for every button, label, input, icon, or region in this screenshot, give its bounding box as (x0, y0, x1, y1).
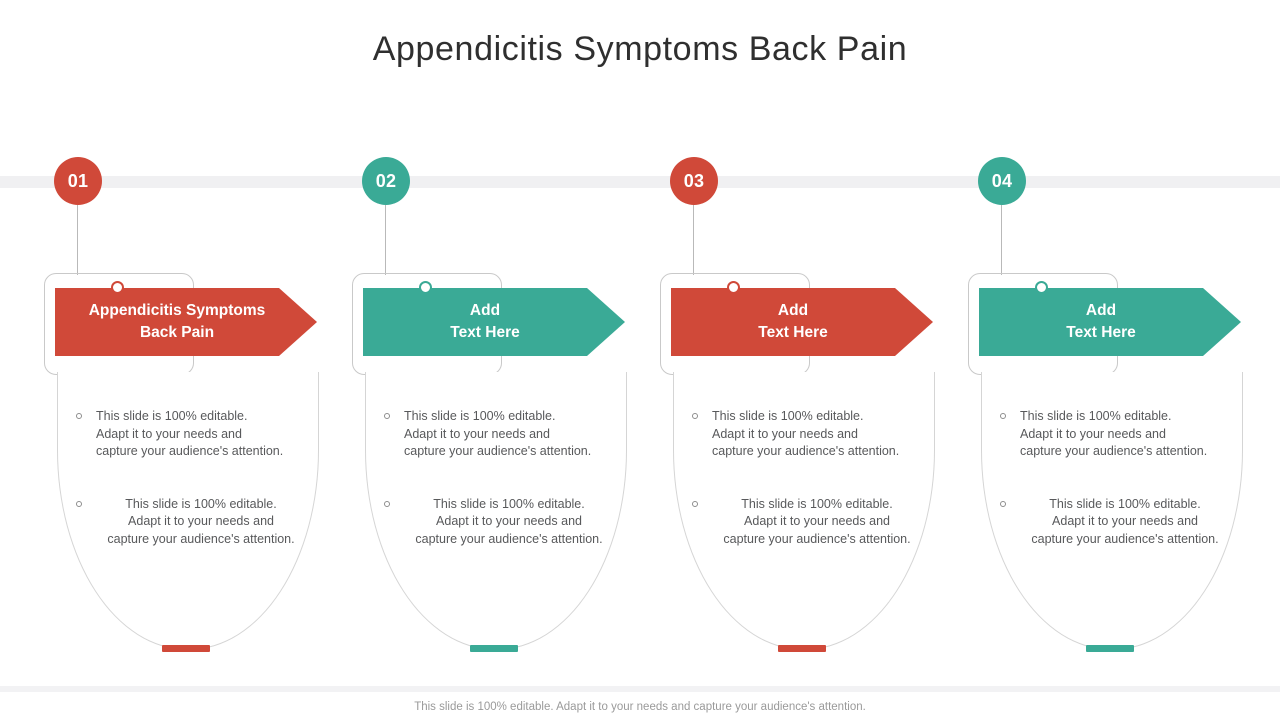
banner-label: Add Text Here (758, 301, 828, 341)
list-item: This slide is 100% editable. Adapt it to… (690, 408, 922, 461)
body-card: This slide is 100% editable. Adapt it to… (673, 372, 935, 650)
bullet-circle-icon (1000, 500, 1006, 507)
step-badge-03[interactable]: 03 (670, 157, 718, 205)
banner-label: Appendicitis Symptoms Back Pain (88, 301, 266, 341)
body-card: This slide is 100% editable. Adapt it to… (365, 372, 627, 650)
banner-arrow-01[interactable]: Appendicitis Symptoms Back Pain (55, 288, 317, 356)
banner-arrow-03[interactable]: Add Text Here (671, 288, 933, 356)
banner-anchor-dot-icon (111, 281, 124, 294)
connector-line (1001, 205, 1002, 275)
step-badge-01[interactable]: 01 (54, 157, 102, 205)
bottom-accent-dash (470, 645, 518, 652)
list-item-text: This slide is 100% editable. Adapt it to… (723, 496, 911, 546)
bullet-circle-icon (692, 500, 698, 507)
connector-line (693, 205, 694, 275)
bullet-list: This slide is 100% editable. Adapt it to… (998, 408, 1230, 548)
list-item-text: This slide is 100% editable. Adapt it to… (1020, 409, 1208, 458)
list-item-text: This slide is 100% editable. Adapt it to… (404, 409, 592, 458)
body-card: This slide is 100% editable. Adapt it to… (57, 372, 319, 650)
footer-divider (0, 686, 1280, 692)
banner-anchor-dot-icon (419, 281, 432, 294)
banner-anchor-dot-icon (1035, 281, 1048, 294)
bullet-circle-icon (76, 500, 82, 507)
step-badge-02[interactable]: 02 (362, 157, 410, 205)
bullet-list: This slide is 100% editable. Adapt it to… (690, 408, 922, 548)
connector-line (385, 205, 386, 275)
bullet-circle-icon (1000, 413, 1006, 419)
list-item: This slide is 100% editable. Adapt it to… (382, 496, 614, 549)
list-item: This slide is 100% editable. Adapt it to… (74, 408, 306, 461)
banner-arrow-04[interactable]: Add Text Here (979, 288, 1241, 356)
bullet-circle-icon (692, 413, 698, 419)
bullet-circle-icon (384, 500, 390, 507)
list-item: This slide is 100% editable. Adapt it to… (382, 408, 614, 461)
bullet-list: This slide is 100% editable. Adapt it to… (382, 408, 614, 548)
bottom-accent-dash (162, 645, 210, 652)
list-item: This slide is 100% editable. Adapt it to… (690, 496, 922, 549)
body-card: This slide is 100% editable. Adapt it to… (981, 372, 1243, 650)
bullet-circle-icon (76, 413, 82, 419)
banner-label: Add Text Here (450, 301, 520, 341)
list-item-text: This slide is 100% editable. Adapt it to… (96, 409, 284, 458)
bottom-accent-dash (778, 645, 826, 652)
banner-anchor-dot-icon (727, 281, 740, 294)
list-item: This slide is 100% editable. Adapt it to… (998, 496, 1230, 549)
bullet-circle-icon (384, 413, 390, 419)
banner-arrow-02[interactable]: Add Text Here (363, 288, 625, 356)
step-badge-04[interactable]: 04 (978, 157, 1026, 205)
page-title: Appendicitis Symptoms Back Pain (372, 30, 908, 68)
footer-note: This slide is 100% editable. Adapt it to… (414, 701, 866, 713)
list-item: This slide is 100% editable. Adapt it to… (74, 496, 306, 549)
list-item-text: This slide is 100% editable. Adapt it to… (1031, 496, 1219, 546)
bottom-accent-dash (1086, 645, 1134, 652)
list-item: This slide is 100% editable. Adapt it to… (998, 408, 1230, 461)
timeline-band (0, 176, 1280, 188)
banner-label: Add Text Here (1066, 301, 1136, 341)
bullet-list: This slide is 100% editable. Adapt it to… (74, 408, 306, 548)
connector-line (77, 205, 78, 275)
list-item-text: This slide is 100% editable. Adapt it to… (415, 496, 603, 546)
list-item-text: This slide is 100% editable. Adapt it to… (712, 409, 900, 458)
list-item-text: This slide is 100% editable. Adapt it to… (107, 496, 295, 546)
